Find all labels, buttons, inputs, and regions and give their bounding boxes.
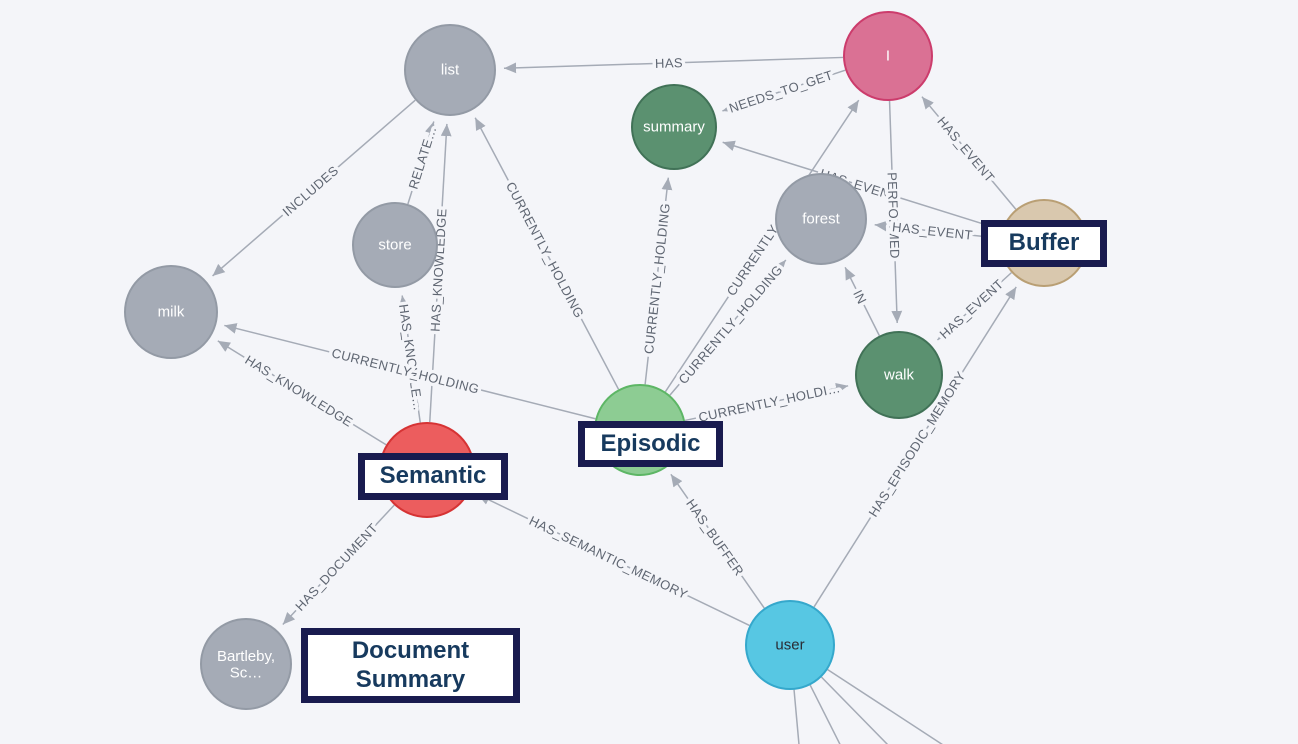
- edge-user-offscreen-3[interactable]: [827, 668, 1005, 744]
- edge-label-I-summary: NEEDS_TO_GET: [727, 67, 835, 115]
- edge-semantic-bartleby[interactable]: [282, 504, 395, 626]
- edges-layer: [212, 56, 1017, 744]
- edge-episodic-forest[interactable]: [669, 259, 787, 396]
- edge-buffer-walk[interactable]: [936, 272, 1012, 341]
- node-I[interactable]: I: [843, 11, 933, 101]
- node-bartleby[interactable]: Bartleby,Sc…: [200, 618, 292, 710]
- edge-label-store-list: RELATE…: [406, 124, 440, 191]
- edge-I-list[interactable]: [503, 56, 844, 74]
- edge-semantic-list[interactable]: [429, 123, 452, 423]
- edge-semantic-store[interactable]: [398, 295, 421, 423]
- edge-buffer-summary[interactable]: [722, 140, 1003, 231]
- edge-label-episodic-summary: CURRENTLY_HOLDING: [641, 202, 673, 354]
- edge-user-offscreen-2[interactable]: [820, 676, 931, 744]
- node-store[interactable]: store: [352, 202, 438, 288]
- node-user[interactable]: user: [745, 600, 835, 690]
- edge-label-episodic-walk: CURRENTLY_HOLDI…: [697, 380, 842, 425]
- edge-label-buffer-I: HAS_EVENT: [934, 114, 997, 186]
- edge-label-buffer-walk: HAS_EVENT: [937, 276, 1007, 342]
- edge-label-semantic-store: HAS_KNOWLE…: [396, 303, 426, 412]
- node-forest[interactable]: forest: [775, 173, 867, 265]
- edge-label-list-milk: INCLUDES: [280, 163, 342, 220]
- annotation-document-summary: Document Summary: [301, 628, 520, 703]
- edge-label-user-semantic: HAS_SEMANTIC_MEMORY: [527, 513, 690, 602]
- edge-label-I-list: HAS: [655, 55, 683, 71]
- edge-walk-forest[interactable]: [844, 266, 880, 336]
- annotation-episodic: Episodic: [578, 421, 723, 467]
- edge-episodic-I[interactable]: [664, 99, 860, 393]
- edge-buffer-I[interactable]: [921, 96, 1017, 210]
- edge-store-list[interactable]: [407, 121, 436, 205]
- edge-episodic-milk[interactable]: [224, 323, 596, 420]
- edge-label-episodic-list: CURRENTLY_HOLDING: [503, 179, 587, 320]
- edge-I-summary[interactable]: [722, 69, 846, 113]
- edge-semantic-milk[interactable]: [217, 340, 387, 446]
- edge-label-semantic-milk: HAS_KNOWLEDGE: [242, 352, 355, 430]
- edge-episodic-walk[interactable]: [684, 383, 849, 422]
- annotation-buffer: Buffer: [981, 220, 1107, 267]
- node-milk[interactable]: milk: [124, 265, 218, 359]
- edge-list-milk[interactable]: [212, 99, 416, 277]
- node-list[interactable]: list: [404, 24, 496, 116]
- edge-I-walk[interactable]: [888, 100, 903, 324]
- edge-label-walk-forest: IN: [850, 287, 870, 306]
- edge-episodic-summary[interactable]: [644, 177, 673, 385]
- node-summary[interactable]: summary: [631, 84, 717, 170]
- edge-label-I-walk: PERFORMED: [885, 172, 903, 259]
- annotation-semantic: Semantic: [358, 453, 508, 500]
- edge-user-offscreen-1[interactable]: [809, 684, 864, 744]
- edge-label-user-episodic: HAS_BUFFER: [683, 496, 747, 578]
- edge-buffer-forest[interactable]: [874, 220, 1001, 240]
- edge-user-semantic[interactable]: [477, 493, 750, 627]
- edge-user-episodic[interactable]: [670, 473, 765, 609]
- edge-user-buffer[interactable]: [813, 286, 1017, 608]
- node-walk[interactable]: walk: [855, 331, 943, 419]
- edge-label-buffer-forest: HAS_EVENT: [891, 219, 973, 243]
- edge-user-offscreen-0[interactable]: [793, 689, 803, 744]
- edge-episodic-list[interactable]: [474, 117, 620, 390]
- edge-label-semantic-bartleby: HAS_DOCUMENT: [292, 520, 381, 613]
